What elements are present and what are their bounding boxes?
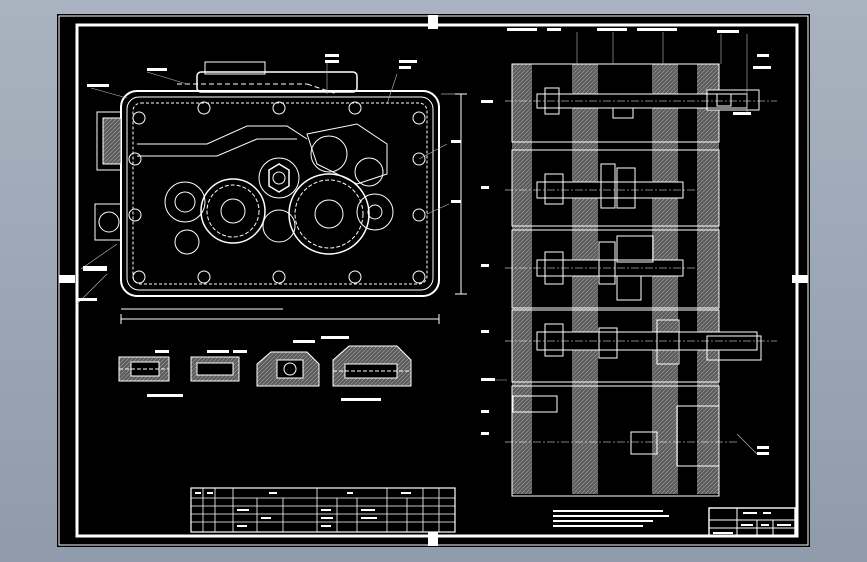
title-block bbox=[708, 507, 796, 537]
registration-marks bbox=[59, 15, 808, 546]
technical-notes bbox=[553, 510, 669, 527]
shaft-section-annotations bbox=[481, 28, 771, 455]
parts-table bbox=[190, 487, 456, 533]
title-block-entries bbox=[713, 512, 791, 534]
parts-table-entries bbox=[195, 492, 411, 527]
cad-drawing bbox=[58, 15, 809, 546]
section-details bbox=[118, 345, 412, 387]
front-view-annotations bbox=[77, 54, 461, 301]
drawing-sheet bbox=[57, 14, 810, 547]
section-details-labels bbox=[147, 336, 381, 401]
gearbox-front-view bbox=[76, 61, 467, 324]
shaft-section-view bbox=[487, 32, 777, 497]
